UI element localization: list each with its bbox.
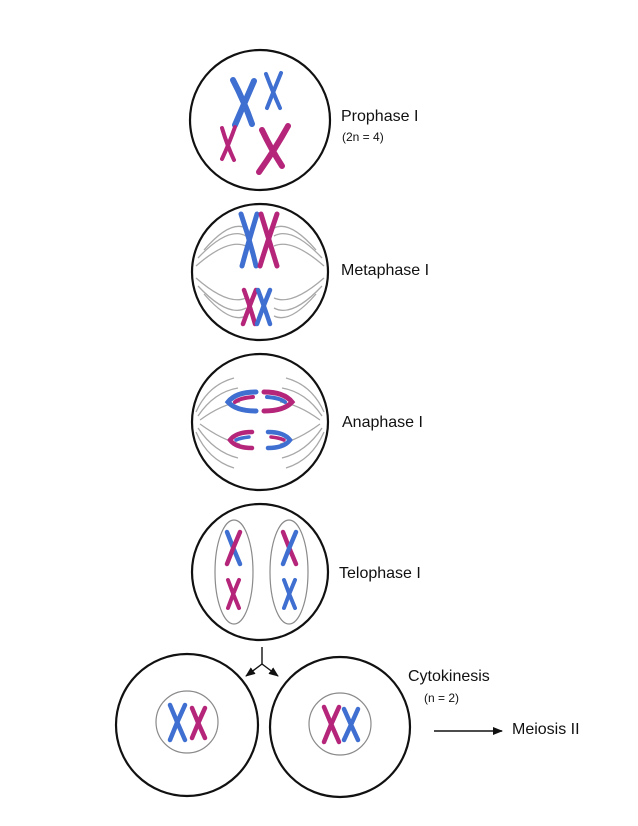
cytokinesis-label: Cytokinesis — [408, 668, 490, 685]
chromosome — [220, 125, 237, 162]
metaphase-cell — [190, 202, 330, 342]
chromosome — [280, 529, 299, 567]
chromosome — [321, 704, 342, 745]
metaphase-label: Metaphase I — [341, 262, 430, 279]
chromosome — [341, 706, 361, 743]
chromosome — [264, 71, 283, 110]
nucleus — [214, 519, 254, 625]
chromosome — [256, 123, 291, 175]
chromosome — [261, 389, 296, 414]
chromosome — [189, 705, 208, 741]
anaphase-cell — [190, 352, 330, 492]
chromosome — [227, 429, 255, 451]
telophase-label: Telophase I — [339, 565, 421, 582]
prophase-ploidy: (2n = 4) — [342, 130, 384, 144]
chromosome — [265, 429, 293, 451]
telophase-cell — [190, 502, 330, 642]
prophase-cell — [188, 48, 332, 192]
chromosome — [224, 389, 259, 414]
anaphase-chromosomes — [224, 389, 296, 451]
prophase-label: Prophase I — [341, 108, 419, 125]
nucleus — [269, 519, 309, 625]
split-arrows — [245, 647, 279, 677]
chromosome — [238, 211, 260, 269]
chromosome — [230, 77, 257, 128]
chromosome — [226, 578, 241, 610]
telophase-chromosomes — [224, 529, 299, 610]
chromosome — [254, 287, 273, 327]
cytokinesis-ploidy: (n = 2) — [424, 691, 460, 705]
nucleus — [308, 692, 372, 756]
chromosome — [282, 578, 297, 610]
daughter-cell-left — [114, 652, 260, 798]
daughter-cell-right — [268, 655, 412, 799]
prophase-chromosomes — [220, 71, 291, 175]
chromosome — [240, 287, 259, 327]
anaphase-label: Anaphase I — [342, 414, 423, 431]
nucleus — [155, 690, 219, 754]
chromosome — [167, 702, 188, 743]
chromosome — [224, 529, 243, 567]
metaphase-chromosomes — [238, 211, 280, 327]
meiosis-ii-label: Meiosis II — [512, 721, 580, 738]
chromosome — [257, 211, 280, 269]
